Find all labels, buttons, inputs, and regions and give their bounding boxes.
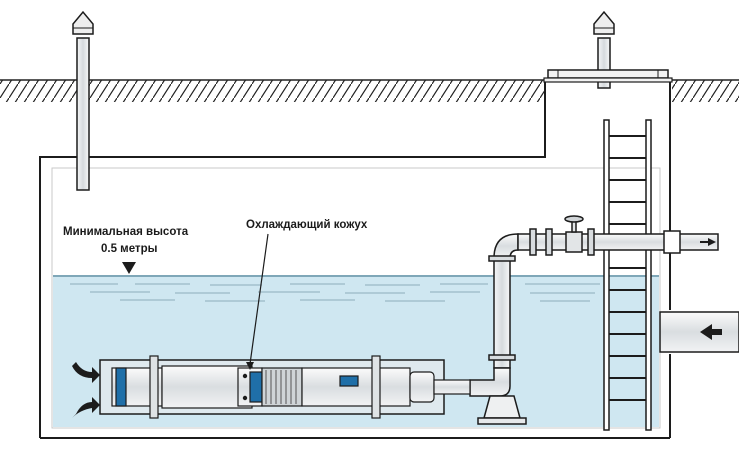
flow-out-arrow-icon [700,238,716,246]
access-ladder [603,119,652,431]
discharge-pipe [469,215,719,425]
underground-tank [39,80,671,439]
ground [0,79,739,102]
inlet-pipe [659,311,739,353]
min-height-label-line2: 0.5 метры [101,243,158,255]
cooling-jacket-label: Охлаждающий кожух [246,219,368,231]
manhole-cover [543,69,673,83]
submersible-pump [111,355,471,419]
water-inflow-arrow-icon [72,362,100,418]
min-height-annotation: Минимальная высота 0.5 метры [63,226,189,274]
cooling-jacket-annotation: Охлаждающий кожух [246,219,368,370]
min-height-label-line1: Минимальная высота [63,226,189,238]
level-marker-icon [122,262,136,274]
vent-pipe-left [72,10,94,191]
